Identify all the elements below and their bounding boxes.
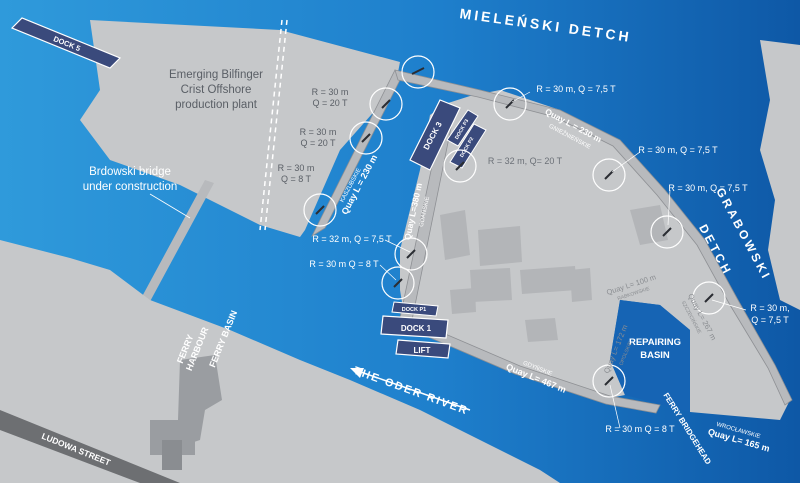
crane-label-2b: Q = 20 T bbox=[300, 138, 336, 148]
crane-icon bbox=[394, 237, 428, 271]
shipyard-island bbox=[400, 90, 790, 420]
bridge-leader-line bbox=[149, 193, 191, 219]
plant-boundary-line-2 bbox=[259, 19, 283, 231]
crane-label-6: R = 30 m, Q = 7,5 T bbox=[536, 84, 616, 94]
crane-label-4: R = 32 m, Q = 7,5 T bbox=[312, 234, 392, 244]
crane-icon bbox=[381, 266, 415, 300]
northeast-quay-strip bbox=[394, 69, 793, 406]
bridge-label-2: under construction bbox=[83, 181, 178, 193]
shipyard-buildings bbox=[440, 205, 668, 342]
crane-label-10b: Q = 7,5 T bbox=[751, 315, 789, 325]
bilfinger-plant-land bbox=[80, 20, 400, 237]
bilfinger-label-3: production plant bbox=[175, 99, 258, 111]
crane-icon bbox=[493, 87, 527, 121]
repairing-basin-water bbox=[610, 300, 690, 412]
crane-icon bbox=[303, 193, 337, 227]
bilfinger-label-2: Crist Offshore bbox=[181, 84, 252, 96]
crane-icon bbox=[650, 215, 684, 249]
crane-label-9: R = 30 m, Q = 7,5 T bbox=[668, 183, 748, 193]
dock-p2[interactable]: DOCK P2 bbox=[449, 123, 487, 169]
crane-markers bbox=[303, 55, 726, 398]
brdowski-bridge bbox=[131, 180, 214, 320]
crane-booms bbox=[315, 67, 714, 386]
crane-icon bbox=[692, 281, 726, 315]
crane-label-8: R = 30 m, Q = 7,5 T bbox=[638, 145, 718, 155]
crane-label-3b: Q = 8 T bbox=[281, 174, 312, 184]
crane-label-7: R = 32 m, Q= 20 T bbox=[488, 156, 563, 166]
east-shore-land bbox=[760, 40, 800, 310]
crane-label-3a: R = 30 m bbox=[278, 163, 315, 173]
bridge-label-1: Brdowski bridge bbox=[89, 166, 171, 178]
lift[interactable]: LIFT bbox=[395, 339, 451, 359]
south-shore-land bbox=[0, 240, 560, 483]
dock-p3[interactable]: DOCK P3 bbox=[446, 109, 479, 147]
river-flow-arrow-icon bbox=[350, 368, 471, 411]
crane-icon bbox=[369, 87, 403, 121]
dock-3[interactable]: DOCK 3 bbox=[409, 99, 461, 171]
crane-icon bbox=[592, 364, 626, 398]
crane-label-5: R = 30 m Q = 8 T bbox=[309, 259, 379, 269]
dock-1-label: DOCK 1 bbox=[401, 324, 432, 333]
crane-label-10a: R = 30 m, bbox=[750, 303, 789, 313]
dock-p1[interactable]: DOCK P1 bbox=[391, 301, 439, 317]
bilfinger-label-1: Emerging Bilfinger bbox=[169, 69, 263, 81]
crane-label-1a: R = 30 m bbox=[312, 87, 349, 97]
crane-icon bbox=[592, 158, 626, 192]
crane-icon bbox=[401, 55, 435, 89]
crane-label-11: R = 30 m Q = 8 T bbox=[605, 424, 675, 434]
crane-label-1b: Q = 20 T bbox=[312, 98, 348, 108]
repairing-basin-label-2: BASIN bbox=[640, 350, 670, 361]
crane-label-2a: R = 30 m bbox=[300, 127, 337, 137]
crane-icon bbox=[443, 149, 477, 183]
crane-icon bbox=[349, 121, 383, 155]
ludowa-street-road bbox=[0, 410, 180, 483]
lift-label: LIFT bbox=[414, 346, 431, 355]
dock-p1-label: DOCK P1 bbox=[402, 307, 426, 313]
ferry-harbour-structures bbox=[150, 355, 222, 470]
plant-boundary-line bbox=[264, 19, 288, 231]
repairing-basin-label-1: REPAIRING bbox=[629, 337, 681, 348]
leader-lines bbox=[379, 91, 747, 429]
dock-1[interactable]: DOCK 1 bbox=[380, 315, 449, 339]
